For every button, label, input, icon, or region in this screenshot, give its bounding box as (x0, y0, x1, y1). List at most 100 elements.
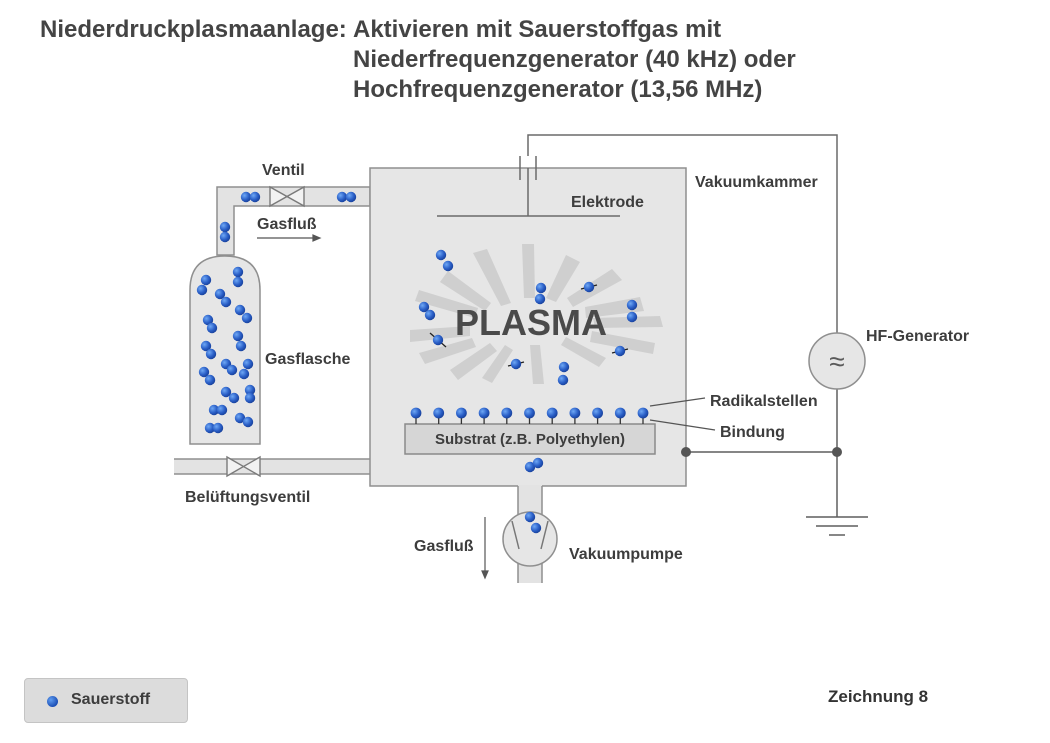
substrate (404, 423, 656, 455)
title-line-3: Hochfrequenzgenerator (13,56 MHz) (353, 76, 763, 103)
plasma-label: PLASMA (455, 302, 607, 343)
oxygen-molecule (238, 368, 250, 380)
junction-dot (681, 447, 691, 457)
title-lead: Niederdruckplasmaanlage: (40, 16, 347, 43)
radical-site (433, 407, 445, 419)
oxygen-molecule (216, 404, 228, 416)
radical-site (524, 407, 535, 419)
radikalstellen-label: Radikalstellen (710, 393, 818, 410)
bindung-label: Bindung (720, 424, 785, 441)
ventilation-valve-icon (226, 455, 261, 478)
gasfluss-bottom-label: Gasfluß (414, 538, 474, 555)
oxygen-molecule (204, 374, 216, 386)
gasflasche-label: Gasflasche (265, 351, 350, 368)
substrate-label: Substrat (z.B. Polyethylen) (435, 431, 625, 448)
radical-site (456, 407, 467, 419)
oxygen-molecule (205, 348, 217, 360)
oxygen-molecule (249, 191, 261, 203)
oxygen-molecule (345, 191, 357, 203)
oxygen-molecule (242, 416, 254, 428)
oxygen-molecule (626, 299, 638, 311)
oxygen-molecule (200, 340, 212, 352)
vakuumkammer-label: Vakuumkammer (695, 174, 818, 191)
hf-generator-symbol: ≈ (829, 346, 844, 377)
radical-site (478, 407, 490, 419)
radical-sites (410, 407, 649, 424)
oxygen-radical (510, 358, 522, 370)
title-line-1: Aktivieren mit Sauerstoffgas mit (353, 16, 722, 43)
oxygen-molecule (200, 274, 212, 286)
oxygen-molecule (219, 221, 231, 233)
oxygen-molecule (226, 364, 238, 376)
oxygen-molecule (232, 330, 244, 342)
oxygen-molecule (336, 191, 348, 203)
hf-generator-icon (808, 332, 866, 390)
plasma-rays (410, 244, 663, 384)
vakuumpumpe-label: Vakuumpumpe (569, 546, 683, 563)
oxygen-molecule (524, 511, 536, 523)
radical-site (592, 407, 603, 419)
oxygen-molecule (244, 384, 256, 396)
oxygen-molecule (234, 412, 246, 424)
oxygen-molecule (558, 361, 570, 373)
oxygen-molecule (530, 522, 542, 534)
oxygen-molecule (202, 314, 214, 326)
radical-site (501, 407, 513, 419)
oxygen-molecule (206, 322, 218, 334)
oxygen-molecule (535, 282, 547, 294)
oxygen-molecule (242, 358, 254, 370)
oxygen-molecule (626, 311, 638, 323)
oxygen-molecule (232, 266, 244, 278)
oxygen-molecule (220, 296, 232, 308)
oxygen-molecule (196, 284, 208, 296)
oxygen-molecule (418, 301, 430, 313)
oxygen-molecule (244, 392, 256, 404)
oxygen-molecule (204, 422, 216, 434)
oxygen-molecules (196, 191, 638, 534)
hf-generator-wiring (686, 389, 868, 536)
oxygen-molecule (198, 366, 210, 378)
oxygen-radical (583, 281, 595, 293)
valve-icon (269, 185, 305, 208)
junction-dot (832, 447, 842, 457)
radical-site (569, 407, 581, 419)
oxygen-molecule (240, 191, 252, 203)
pointer-lines (649, 397, 716, 431)
radical-site (546, 407, 558, 419)
oxygen-radical (432, 334, 444, 346)
elektrode-label: Elektrode (571, 194, 644, 211)
gas-cylinder (189, 255, 261, 445)
hf-generator-label: HF-Generator (866, 328, 969, 345)
oxygen-radical (614, 345, 626, 357)
oxygen-molecule (208, 404, 220, 416)
oxygen-molecule (228, 392, 240, 404)
oxygen-molecule (219, 231, 231, 243)
oxygen-molecule (235, 340, 247, 352)
flow-arrow-icon (257, 234, 489, 580)
oxygen-molecule (241, 312, 253, 324)
title-line-2: Niederfrequenzgenerator (40 kHz) oder (353, 46, 796, 73)
ventil-label: Ventil (262, 162, 305, 179)
radical-site (614, 407, 626, 419)
oxygen-molecule (424, 309, 436, 321)
ventilation-pipe (174, 458, 374, 475)
electrode (437, 134, 838, 333)
oxygen-molecule (232, 276, 244, 288)
oxygen-molecule (442, 260, 454, 272)
oxygen-molecule (524, 461, 536, 473)
oxygen-molecule (234, 304, 246, 316)
legend: Sauerstoff (24, 678, 188, 723)
vacuum-pump-icon (502, 511, 558, 567)
belueftungsventil-label: Belüftungsventil (185, 489, 310, 506)
oxygen-molecule (532, 457, 544, 469)
oxygen-molecule (220, 386, 232, 398)
oxygen-molecule (557, 374, 569, 386)
oxygen-molecule (214, 288, 226, 300)
legend-label: Sauerstoff (71, 691, 151, 708)
radical-site (637, 407, 649, 419)
oxygen-molecule (435, 249, 447, 261)
figure-number: Zeichnung 8 (828, 687, 929, 706)
gasfluss-top-label: Gasfluß (257, 216, 317, 233)
oxygen-molecule (534, 293, 546, 305)
